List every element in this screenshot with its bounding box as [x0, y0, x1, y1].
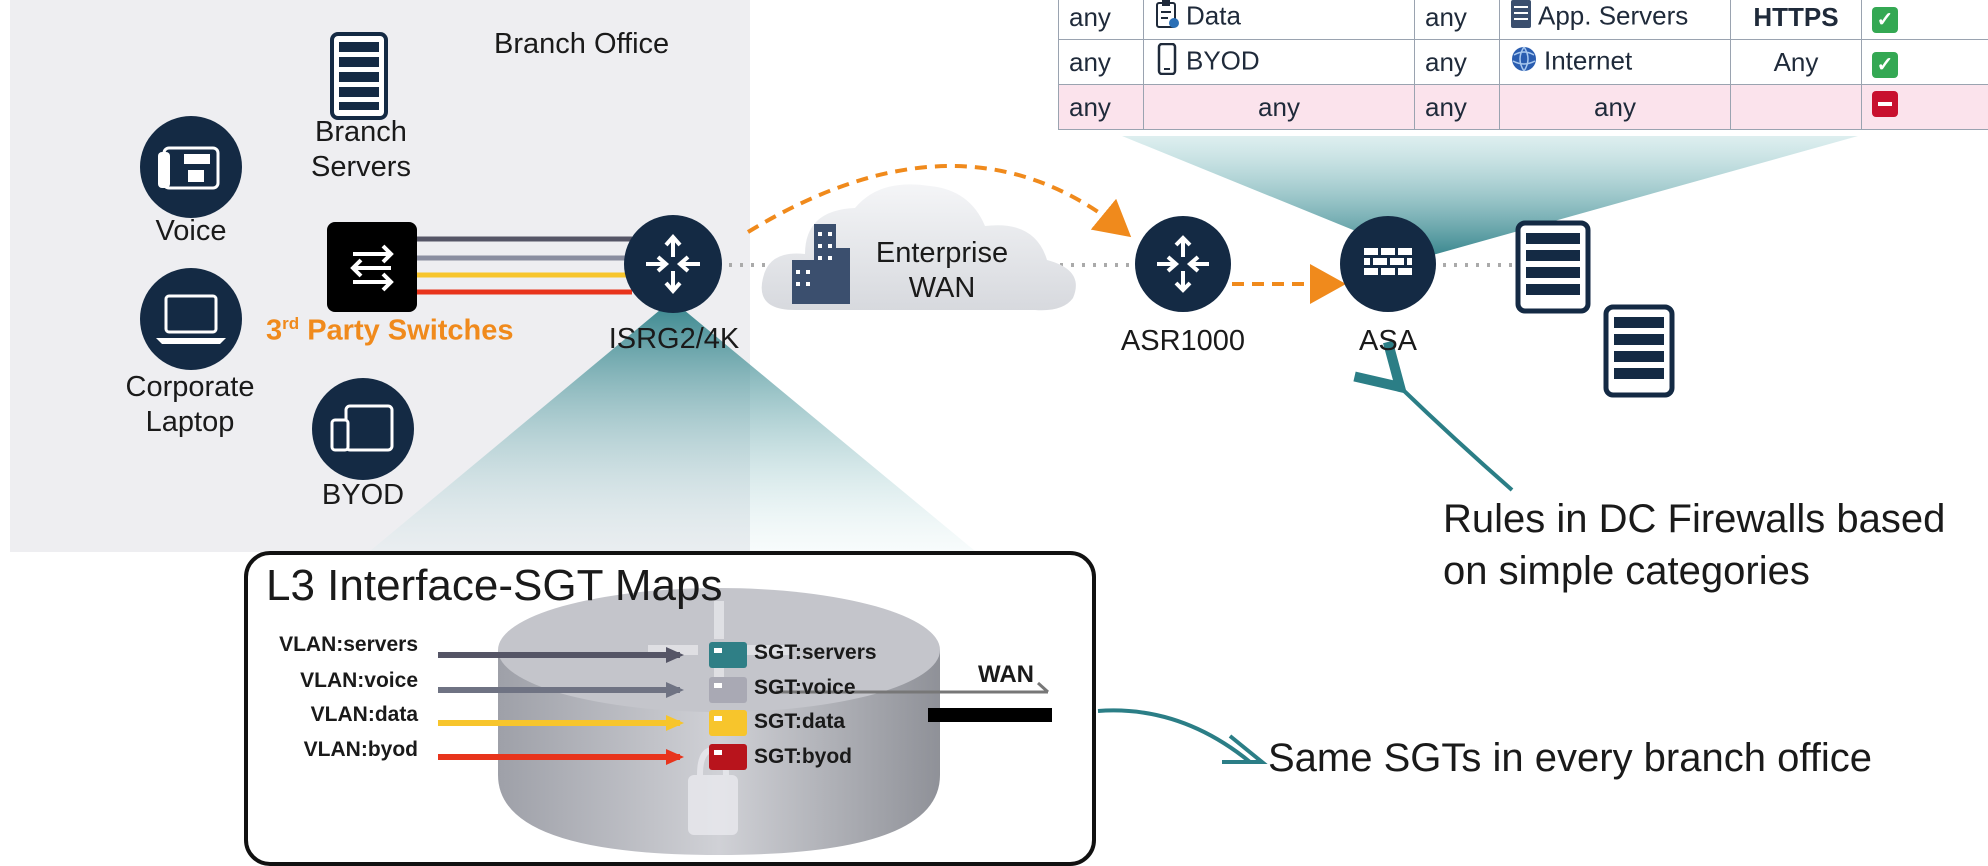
switch-label: 3rd Party Switches	[266, 314, 514, 348]
smartphone-icon	[1154, 43, 1180, 82]
sgt-data-label: SGT:data	[754, 710, 845, 734]
firewall-rules-callout: Rules in DC Firewalls based on simple ca…	[1443, 493, 1945, 597]
service-cell: Any	[1731, 40, 1862, 85]
firewall-brick-icon	[1340, 216, 1436, 312]
asa-beam	[1122, 136, 1858, 258]
dst-group-cell: Internet	[1500, 40, 1731, 85]
wan-label: Enterprise WAN	[852, 236, 1032, 306]
branch-server-icon	[330, 32, 388, 120]
vlan-data-label: VLAN:data	[244, 703, 418, 727]
action-cell: ✓	[1862, 40, 1988, 85]
switch-arrows-icon	[327, 222, 417, 312]
dst-group-cell: any	[1500, 85, 1731, 130]
byod-device	[312, 378, 414, 480]
src-group-cell: BYOD	[1144, 40, 1415, 85]
dst-group-label: App. Servers	[1538, 0, 1688, 30]
switch-label-main: 3	[266, 315, 282, 347]
wan-label-line1: Enterprise	[852, 236, 1032, 271]
src-group-label: BYOD	[1186, 45, 1260, 75]
same-sgts-callout: Same SGTs in every branch office	[1268, 736, 1872, 781]
switch-label-rest: Party Switches	[299, 315, 513, 347]
vlan-voice-label: VLAN:voice	[244, 669, 418, 693]
src-group-label: Data	[1186, 0, 1241, 30]
src-group-cell: Data	[1144, 0, 1415, 40]
branch-servers-label-line1: Branch	[305, 115, 417, 150]
allow-check-icon: ✓	[1872, 52, 1898, 78]
building-icon	[784, 220, 854, 310]
branch-servers-label: Branch Servers	[305, 115, 417, 185]
table-row: any Data any App. Servers HTTPS ✓	[1059, 0, 1988, 40]
asa-label: ASA	[1338, 324, 1438, 359]
dst-group-cell: App. Servers	[1500, 0, 1731, 40]
src-cell: any	[1059, 0, 1144, 40]
globe-icon	[1510, 45, 1538, 80]
src-cell: any	[1059, 85, 1144, 130]
voice-device	[140, 116, 242, 218]
ip-phone-icon	[140, 116, 242, 218]
asr-label: ASR1000	[1098, 324, 1268, 359]
branch-office-title: Branch Office	[494, 27, 669, 62]
voice-label: Voice	[145, 214, 237, 249]
sgt-map-panel: L3 Interface-SGT Maps VLAN:servers VLAN:…	[244, 551, 1096, 866]
clipboard-icon	[1154, 0, 1180, 36]
isr-router	[624, 215, 722, 313]
laptop-icon	[140, 268, 242, 370]
laptop-device	[140, 268, 242, 370]
src-cell: any	[1059, 40, 1144, 85]
vlan-servers-label: VLAN:servers	[244, 633, 418, 657]
sgt-servers-label: SGT:servers	[754, 641, 877, 665]
firewall-rules-table: any Data any App. Servers HTTPS ✓ any BY…	[1058, 0, 1988, 130]
dc-server-icon	[1515, 220, 1591, 314]
router-arrows-icon	[1135, 216, 1231, 312]
allow-check-icon: ✓	[1872, 7, 1898, 33]
service-cell: HTTPS	[1731, 0, 1862, 40]
sgt-map-title: L3 Interface-SGT Maps	[266, 561, 723, 611]
sgt-voice-label: SGT:voice	[754, 676, 856, 700]
deny-icon	[1872, 91, 1898, 117]
src-group-cell: any	[1144, 85, 1415, 130]
server-icon	[1510, 0, 1532, 36]
table-row: any any any any	[1059, 85, 1988, 130]
isr-router-label: ISRG2/4K	[594, 322, 754, 357]
byod-label: BYOD	[313, 478, 413, 513]
router-arrows-icon	[624, 215, 722, 313]
service-cell	[1731, 85, 1862, 130]
dst-cell: any	[1415, 0, 1500, 40]
third-party-switch	[327, 222, 417, 312]
tablet-phone-icon	[312, 378, 414, 480]
dst-cell: any	[1415, 85, 1500, 130]
dc-server-icon-2	[1603, 304, 1675, 398]
wan-port-label: WAN	[978, 661, 1034, 689]
asa-firewall	[1340, 216, 1436, 312]
dst-cell: any	[1415, 40, 1500, 85]
laptop-label: Corporate Laptop	[105, 370, 275, 440]
wan-label-line2: WAN	[852, 271, 1032, 306]
switch-label-sup: rd	[282, 314, 299, 333]
dst-group-label: Internet	[1544, 45, 1632, 75]
firewall-rules-callout-line1: Rules in DC Firewalls based	[1443, 493, 1945, 545]
laptop-label-line1: Corporate	[105, 370, 275, 405]
sgt-byod-label: SGT:byod	[754, 745, 852, 769]
laptop-label-line2: Laptop	[105, 405, 275, 440]
asr-router	[1135, 216, 1231, 312]
branch-servers-label-line2: Servers	[305, 150, 417, 185]
action-cell: ✓	[1862, 0, 1988, 40]
action-cell	[1862, 85, 1988, 130]
firewall-rules-callout-line2: on simple categories	[1443, 545, 1945, 597]
vlan-byod-label: VLAN:byod	[244, 738, 418, 762]
table-row: any BYOD any Internet Any ✓	[1059, 40, 1988, 85]
